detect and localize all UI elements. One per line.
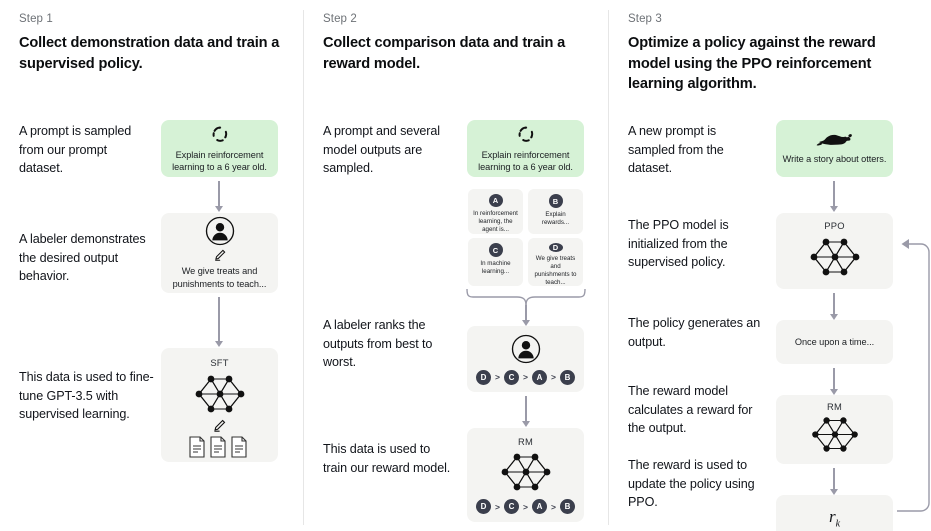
- rm-rank-sep-3: >: [550, 501, 556, 512]
- loop-icon: [516, 124, 536, 144]
- step-2-arrow-1: [522, 305, 530, 326]
- output-d-text: We give treats and punishments to teach.…: [534, 255, 577, 286]
- step-3-prompt-box: Write a story about otters.: [776, 120, 893, 177]
- chip-d: D: [548, 243, 563, 252]
- step-3-caption-4: The reward model calculates a reward for…: [628, 384, 753, 436]
- step-2-column: Step 2 Collect comparison data and train…: [304, 0, 608, 531]
- rm-rank-sep-1: >: [495, 501, 501, 512]
- documents-icon: [188, 436, 251, 458]
- step-2-ranking-row: D > C > A > B: [476, 369, 575, 385]
- step-2-rm-title: RM: [518, 436, 533, 447]
- step-2-output-card-b[interactable]: B Explain rewards...: [528, 189, 583, 234]
- column-divider-2: [608, 10, 609, 525]
- step-3-arrow-4: [830, 468, 838, 495]
- step-1-arrow-2: [215, 297, 223, 347]
- step-2-label: Step 2: [323, 13, 357, 25]
- reward-symbol: rk: [828, 506, 841, 530]
- otter-icon: [816, 131, 854, 148]
- step-2-caption-3: This data is used to train our reward mo…: [323, 442, 451, 475]
- rm-rank-sep-2: >: [523, 501, 528, 512]
- neural-network-icon: [495, 449, 557, 495]
- step-3-arrow-2: [830, 293, 838, 320]
- pencil-icon: [212, 418, 227, 433]
- rank-chip-1: D: [476, 369, 492, 385]
- step-2-prompt-box: Explain reinforcement learning to a 6 ye…: [467, 120, 584, 177]
- step-3-label: Step 3: [628, 13, 662, 25]
- step-1-prompt-box: Explain reinforcement learning to a 6 ye…: [161, 120, 278, 177]
- person-icon: [511, 334, 541, 364]
- chip-c: C: [488, 243, 503, 257]
- output-b-text: Explain rewards...: [541, 211, 570, 226]
- step-2-output-card-a[interactable]: A In reinforcement learning, the agent i…: [468, 189, 523, 234]
- rank-sep-2: >: [523, 372, 528, 382]
- neural-network-icon: [806, 413, 864, 456]
- step-1-labeler-box: We give treats and punishments to teach.…: [161, 213, 278, 293]
- column-divider-1: [303, 10, 304, 525]
- step-2-prompt-text: Explain reinforcement learning to a 6 ye…: [478, 149, 573, 172]
- step-1-title: Collect demonstration data and train a s…: [19, 35, 280, 72]
- step-2-rm-ranking-row: D > C > A > B: [476, 499, 575, 514]
- output-a-text: In reinforcement learning, the agent is.…: [473, 210, 518, 233]
- step-3-rm-title: RM: [827, 401, 842, 412]
- loop-icon: [210, 124, 230, 144]
- step-1-caption-3: This data is used to fine-tune GPT-3.5 w…: [19, 370, 154, 422]
- step-2-caption-1: A prompt and several model outputs are s…: [323, 124, 441, 176]
- step-2-title: Collect comparison data and train a rewa…: [323, 35, 566, 72]
- step-3-arrow-3: [830, 368, 838, 395]
- neural-network-icon: [189, 371, 251, 417]
- step-2-arrow-2: [522, 396, 530, 427]
- pencil-icon: [213, 248, 227, 262]
- step-2-output-card-c[interactable]: C In machine learning...: [468, 238, 523, 286]
- step-1-labeler-text: We give treats and punishments to teach.…: [172, 266, 267, 289]
- step-3-arrow-1: [830, 181, 838, 212]
- step-3-caption-5: The reward is used to update the policy …: [628, 458, 755, 510]
- step-3-rm-box: RM: [776, 395, 893, 464]
- step-1-column: Step 1 Collect demonstration data and tr…: [0, 0, 303, 531]
- rank-chip-3: A: [531, 369, 547, 385]
- step-1-label: Step 1: [19, 13, 53, 25]
- step-3-output-text: Once upon a time...: [794, 336, 875, 347]
- rm-rank-chip-4: B: [559, 499, 575, 514]
- rm-rank-chip-2: C: [504, 499, 520, 514]
- step-2-caption-2: A labeler ranks the outputs from best to…: [323, 318, 433, 370]
- feedback-loop-arrow: [897, 239, 930, 512]
- step-1-sft-title: SFT: [210, 357, 229, 368]
- rm-rank-chip-3: A: [531, 499, 547, 514]
- step-3-prompt-text: Write a story about otters.: [782, 154, 887, 165]
- step-1-caption-1: A prompt is sampled from our prompt data…: [19, 124, 132, 176]
- chip-b: B: [548, 194, 563, 208]
- step-3-caption-2: The PPO model is initialized from the su…: [628, 218, 729, 270]
- step-3-reward-box: rk: [776, 495, 893, 531]
- rank-sep-1: >: [495, 372, 501, 382]
- step-1-arrow-1: [215, 181, 223, 212]
- step-2-rm-box: RM: [467, 428, 584, 522]
- step-2-brace: [466, 288, 586, 306]
- rm-rank-chip-1: D: [476, 499, 492, 514]
- step-1-sft-box: SFT: [161, 348, 278, 462]
- person-icon: [205, 216, 235, 246]
- step-1-caption-2: A labeler demonstrates the desired outpu…: [19, 232, 146, 284]
- rank-chip-4: B: [559, 369, 575, 385]
- step-3-ppo-title: PPO: [824, 220, 845, 231]
- rank-sep-3: >: [550, 372, 556, 382]
- step-3-ppo-box: PPO: [776, 213, 893, 289]
- rank-chip-2: C: [504, 369, 520, 385]
- output-c-text: In machine learning...: [480, 260, 511, 275]
- step-3-output-box: Once upon a time...: [776, 320, 893, 364]
- step-2-output-card-d[interactable]: D We give treats and punishments to teac…: [528, 238, 583, 286]
- step-3-caption-1: A new prompt is sampled from the dataset…: [628, 124, 724, 176]
- step-3-caption-3: The policy generates an output.: [628, 316, 761, 349]
- step-2-ranking-box: D > C > A > B: [467, 326, 584, 392]
- step-1-prompt-text: Explain reinforcement learning to a 6 ye…: [172, 149, 267, 172]
- neural-network-icon: [804, 234, 866, 280]
- step-3-column: Step 3 Optimize a policy against the rew…: [609, 0, 931, 531]
- step-3-title: Optimize a policy against the reward mod…: [628, 35, 876, 92]
- chip-a: A: [488, 194, 503, 207]
